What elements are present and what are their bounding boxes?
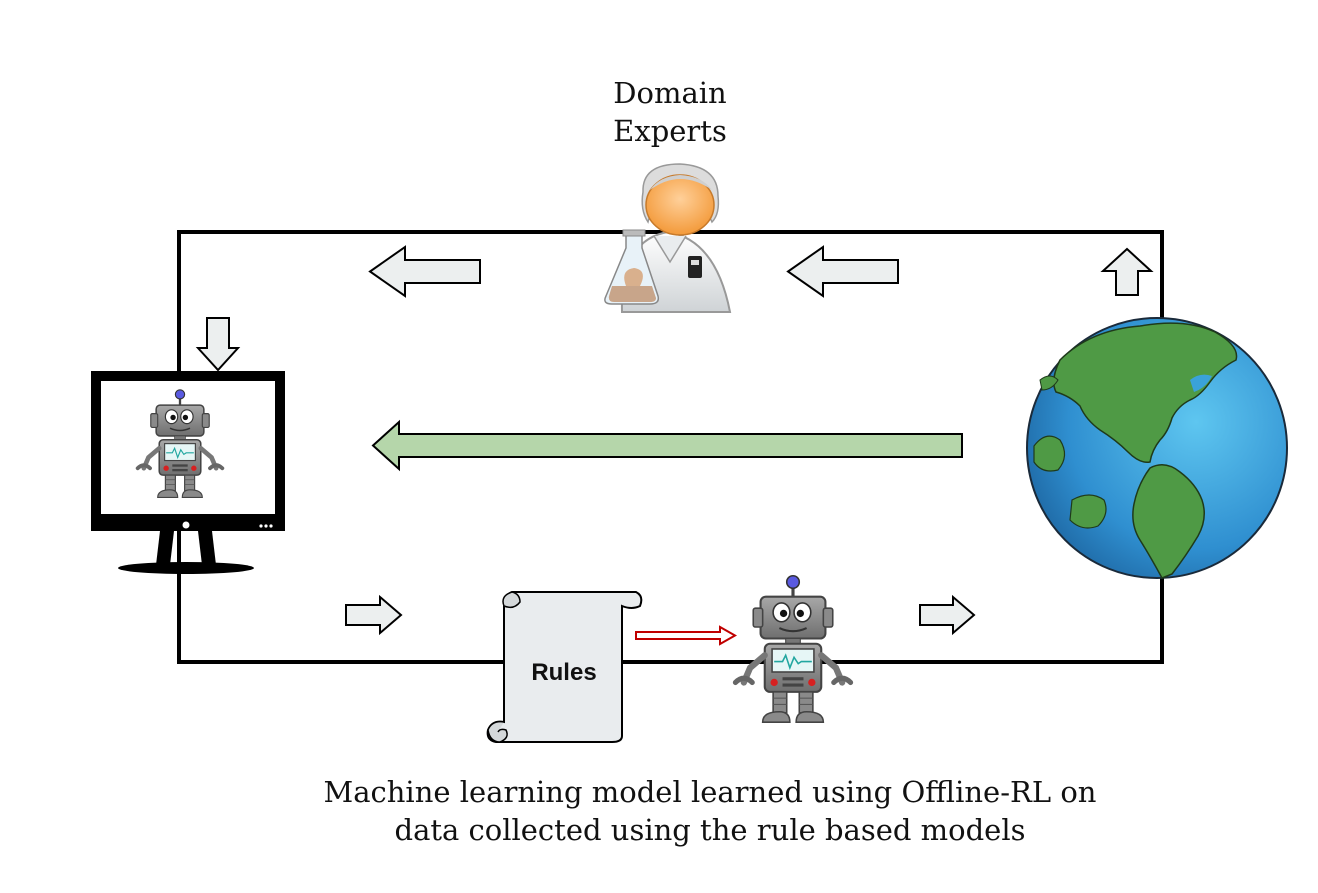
left-arrow-icon (368, 245, 481, 298)
up-arrow-icon (1100, 247, 1154, 296)
robot-icon (735, 576, 850, 722)
rules-label: Rules (531, 659, 596, 686)
rules-scroll-icon: Rules (486, 591, 643, 743)
left-arrow-icon (786, 245, 899, 298)
caption-line2: data collected using the rule based mode… (394, 813, 1026, 847)
earth-globe-icon (1026, 317, 1288, 579)
experts-label-line1: Domain (613, 76, 727, 110)
figure-caption: Machine learning model learned using Off… (300, 773, 1120, 849)
rules-to-robot-arrow (635, 625, 738, 646)
domain-experts-label: Domain Experts (560, 74, 780, 150)
scientist-icon (604, 163, 732, 313)
data-feedback-arrow (371, 419, 963, 472)
right-arrow-icon (345, 594, 403, 636)
monitor-robot-icon (91, 371, 285, 574)
experts-label-line2: Experts (613, 114, 727, 148)
down-arrow-icon (195, 317, 241, 372)
caption-line1: Machine learning model learned using Off… (323, 775, 1097, 809)
right-arrow-icon (919, 594, 976, 636)
